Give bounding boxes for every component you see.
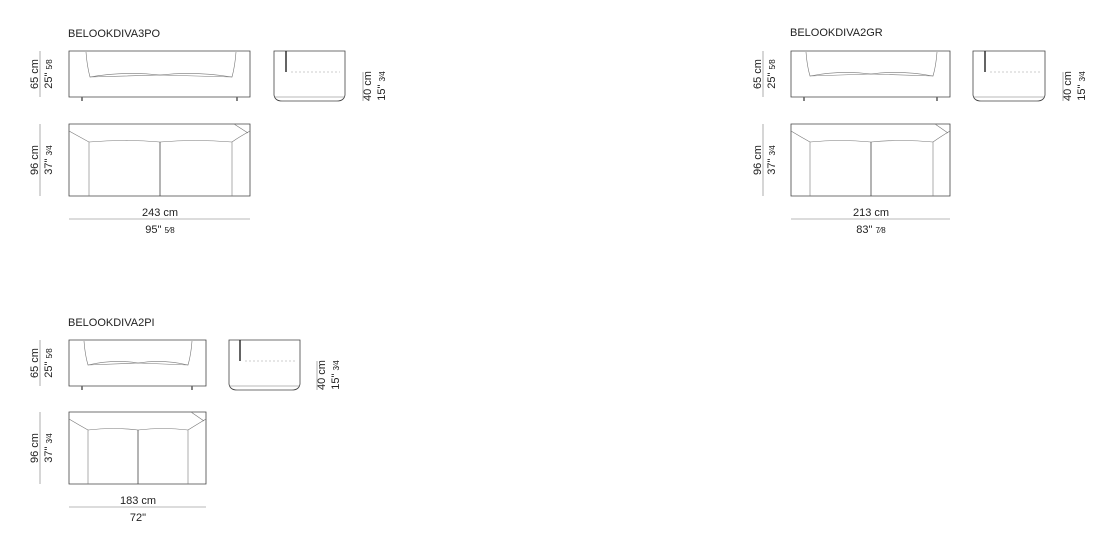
depth-cm: 96 cm: [752, 145, 764, 175]
width-cm: 243 cm: [142, 207, 178, 219]
side-view: [972, 50, 1046, 102]
seat-in: 15" 3⁄4: [376, 71, 388, 101]
height-cm: 65 cm: [29, 348, 41, 378]
width-in: 83" 7⁄8: [856, 224, 886, 236]
product-code: BELOOKDIVA2PI: [68, 317, 155, 329]
seat-in: 15" 3⁄4: [1076, 71, 1088, 101]
side-view: [228, 339, 301, 391]
depth-in: 37" 3⁄4: [766, 145, 778, 175]
top-view: [68, 411, 207, 485]
front-view: [68, 50, 251, 101]
product-code: BELOOKDIVA2GR: [790, 27, 883, 39]
side-view: [273, 50, 346, 102]
seat-in: 15" 3⁄4: [330, 360, 342, 390]
width-cm: 183 cm: [120, 495, 156, 507]
top-view: [790, 123, 951, 197]
product-belookdiva2pi: BELOOKDIVA2PI 65 cm 25" 5⁄8 40 cm 15" 3⁄…: [29, 317, 342, 524]
height-cm: 65 cm: [29, 59, 41, 89]
width-in: 72": [130, 512, 146, 524]
width-cm: 213 cm: [853, 207, 889, 219]
product-belookdiva3po: BELOOKDIVA3PO 65 cm 25" 5⁄8 40 cm 15" 3⁄…: [29, 28, 388, 236]
depth-cm: 96 cm: [29, 433, 41, 463]
height-in: 25" 5⁄8: [43, 59, 55, 89]
height-in: 25" 5⁄8: [43, 348, 55, 378]
seat-cm: 40 cm: [316, 360, 328, 390]
product-code: BELOOKDIVA3PO: [68, 28, 161, 40]
front-view: [790, 50, 951, 101]
front-view: [68, 339, 207, 390]
depth-cm: 96 cm: [29, 145, 41, 175]
depth-in: 37" 3⁄4: [43, 145, 55, 175]
height-in: 25" 5⁄8: [766, 59, 778, 89]
seat-cm: 40 cm: [362, 71, 374, 101]
seat-cm: 40 cm: [1062, 71, 1074, 101]
width-in: 95" 5⁄8: [145, 224, 175, 236]
depth-in: 37" 3⁄4: [43, 433, 55, 463]
top-view: [68, 123, 251, 197]
product-belookdiva2gr: BELOOKDIVA2GR 65 cm 25" 5⁄8 40 cm 15" 3⁄…: [752, 27, 1088, 236]
height-cm: 65 cm: [752, 59, 764, 89]
